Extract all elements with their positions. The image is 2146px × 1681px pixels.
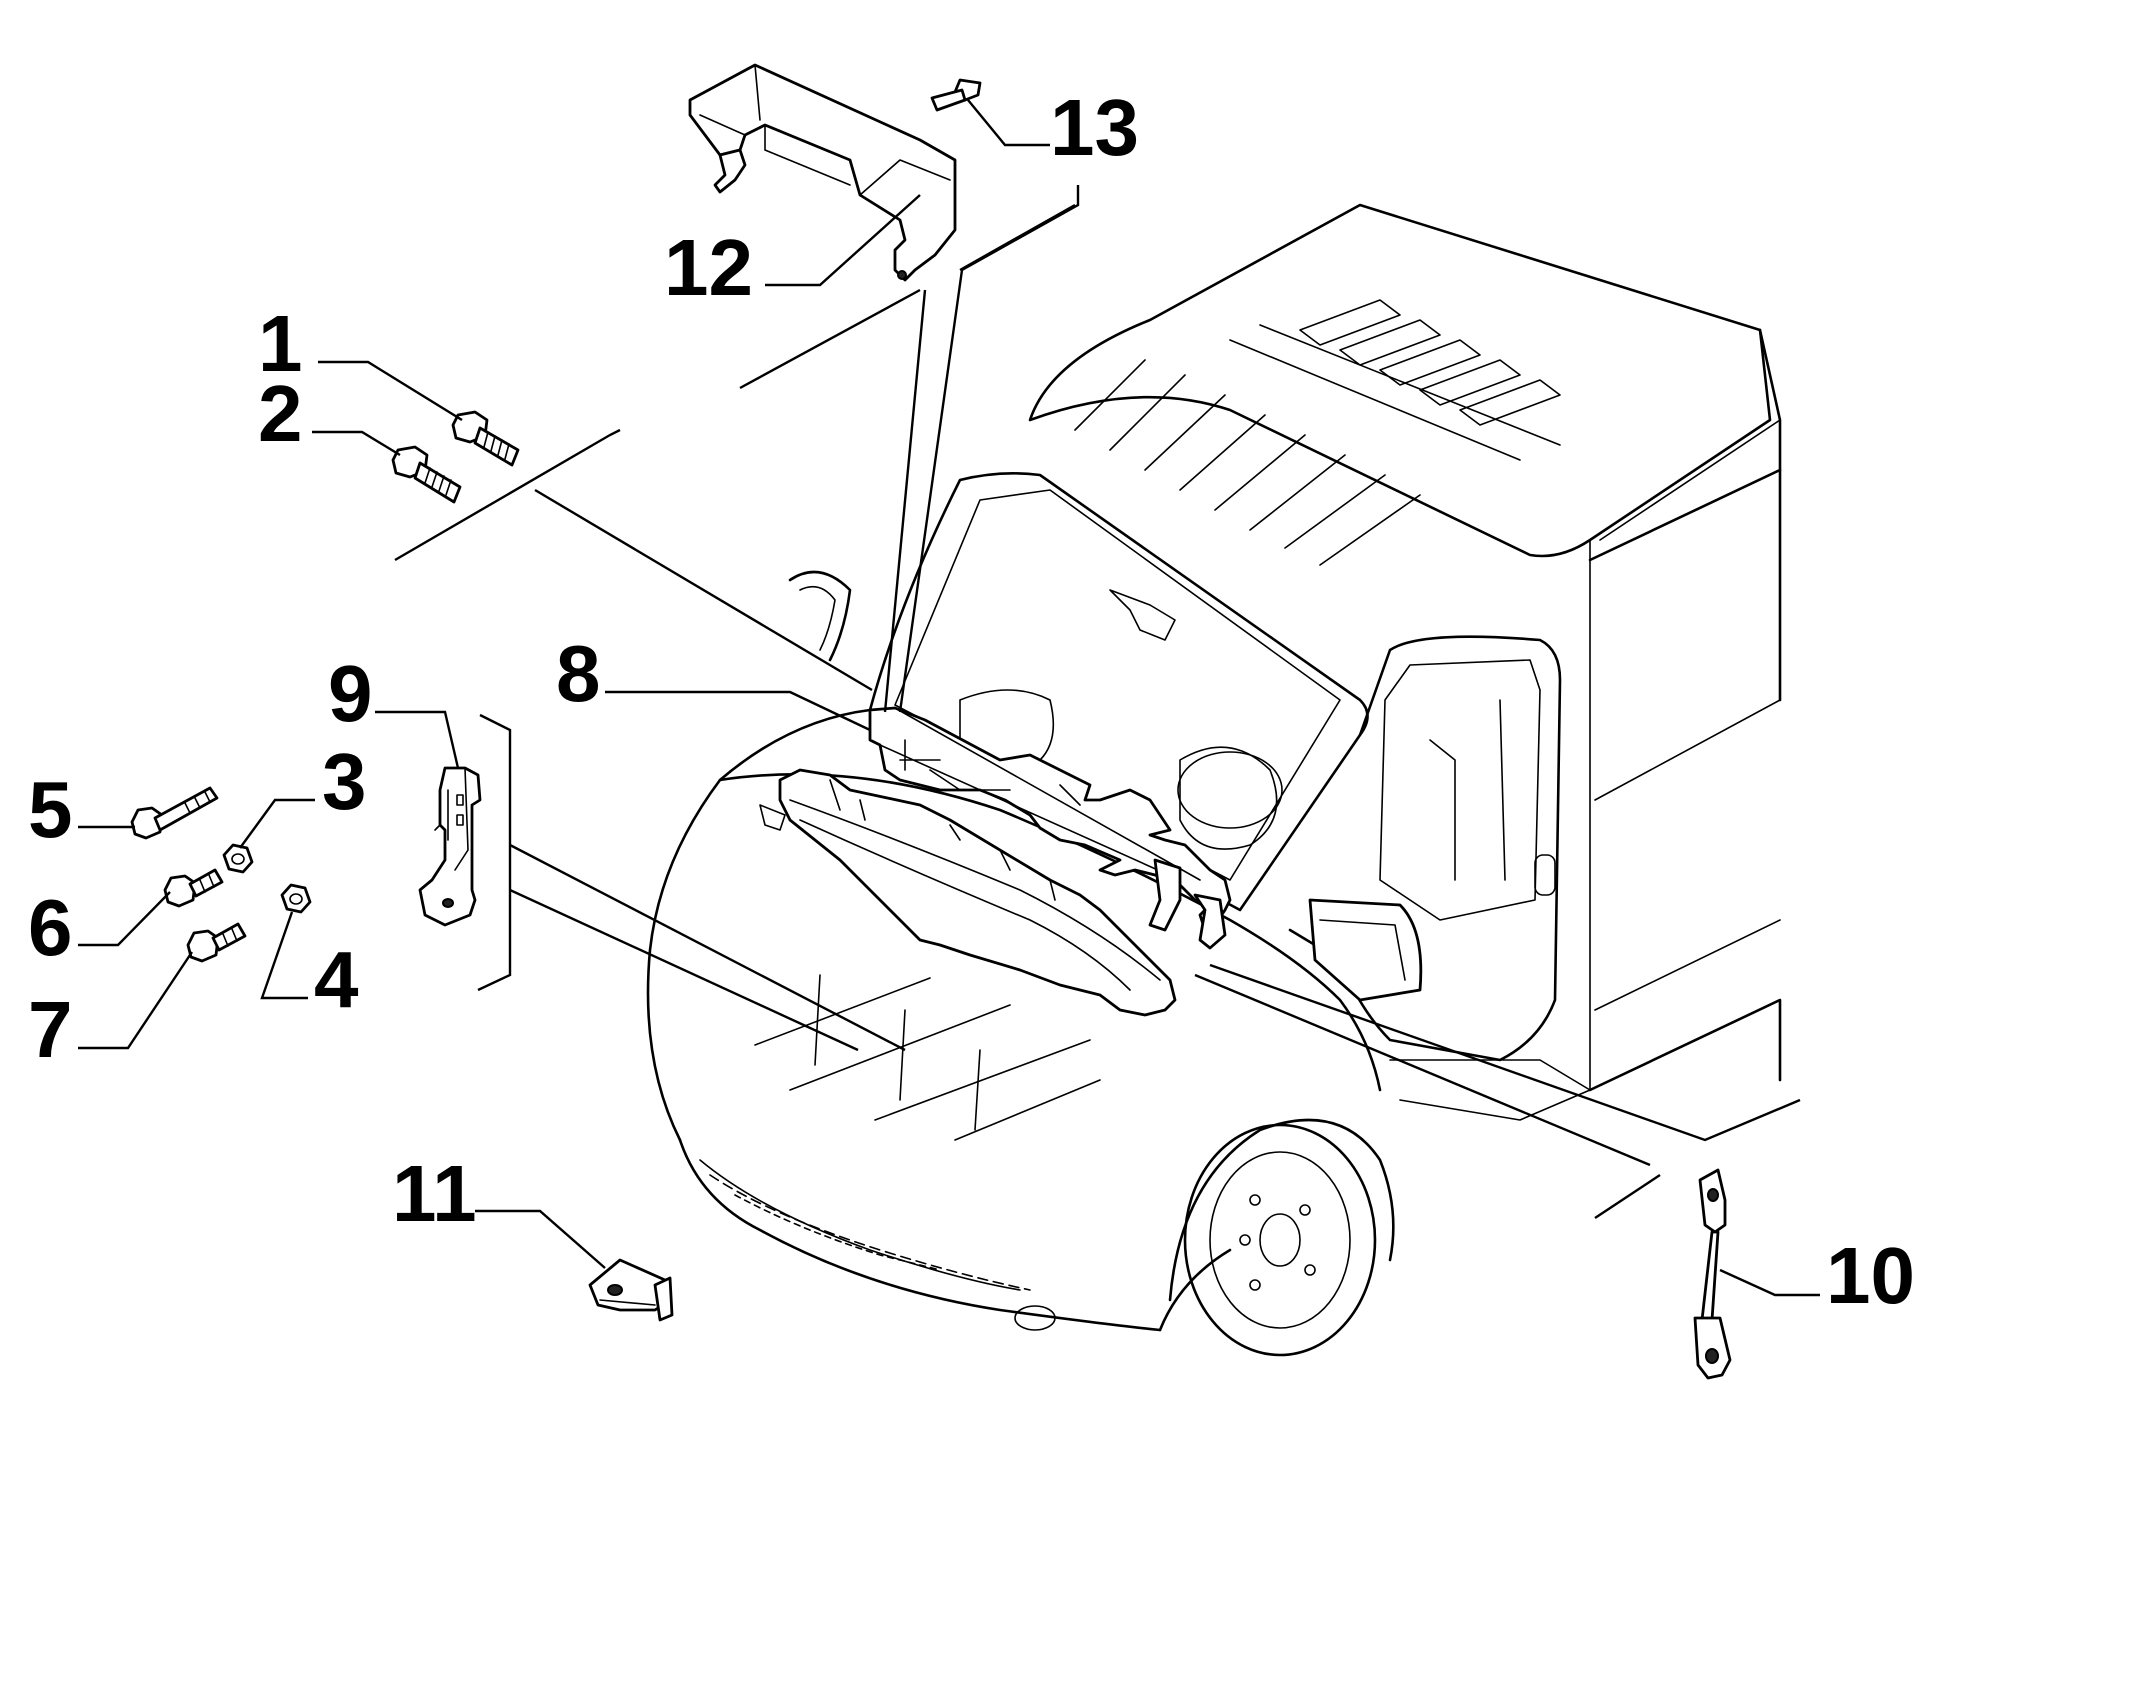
part-label-9: 9 — [328, 649, 373, 738]
van-illustration — [646, 203, 1782, 1357]
part-label-4: 4 — [314, 935, 359, 1024]
part-label-10: 10 — [1826, 1231, 1915, 1320]
part-8-crossmember — [868, 706, 1232, 950]
part-label-6: 6 — [28, 883, 73, 972]
leader-lines — [78, 99, 1820, 1297]
part-label-8: 8 — [556, 629, 601, 718]
part-label-7: 7 — [28, 985, 73, 1074]
part-6-bolt — [163, 868, 224, 908]
part-label-11: 11 — [392, 1149, 477, 1238]
part-10-ground-strap — [1693, 1168, 1732, 1380]
part-12-cover — [688, 63, 957, 282]
part-9-bracket — [418, 766, 482, 927]
part-1-bolt — [451, 410, 520, 467]
part-13-screw — [930, 78, 982, 112]
part-2-bolt — [391, 445, 462, 504]
part-label-2: 2 — [258, 369, 303, 458]
part-label-13: 13 — [1050, 83, 1139, 172]
part-label-12: 12 — [664, 223, 753, 312]
part-11-bracket — [588, 1258, 674, 1322]
part-7-bolt — [186, 922, 247, 963]
part-label-1: 1 — [258, 299, 303, 388]
part-label-5: 5 — [28, 765, 73, 854]
part-4-nut — [280, 883, 312, 914]
part-3-nut — [222, 843, 254, 874]
part-label-3: 3 — [322, 737, 367, 826]
part-8-front-panel — [759, 768, 1177, 1017]
part-5-bolt — [130, 786, 219, 840]
